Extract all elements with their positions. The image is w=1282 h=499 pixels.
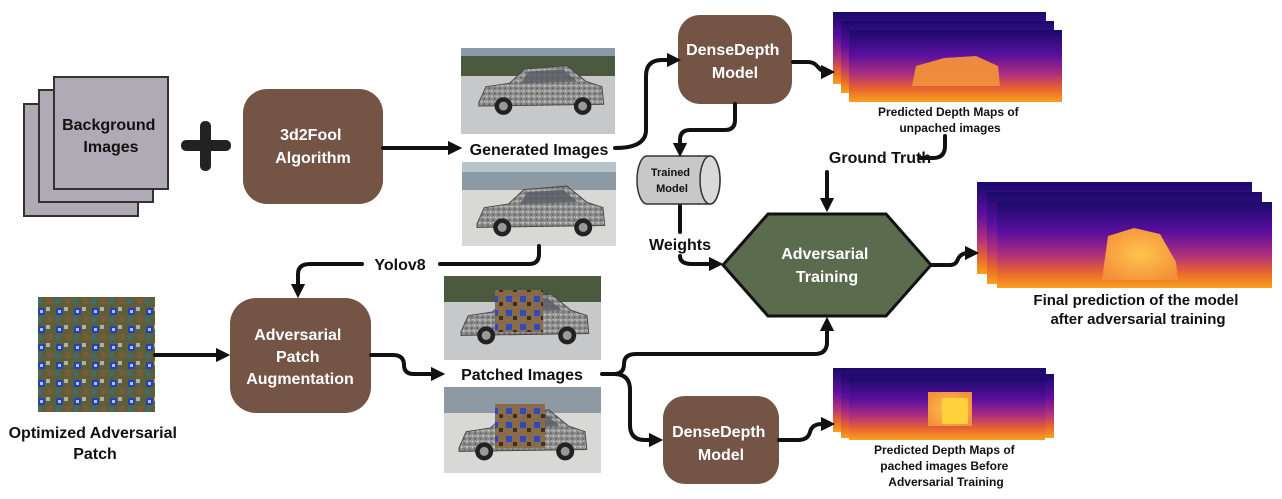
background-images-label: Background Images bbox=[62, 117, 160, 156]
ground-truth-label: Ground Truth bbox=[829, 150, 931, 167]
depth-maps-unpatched bbox=[833, 12, 1062, 102]
weights-label: Weights bbox=[649, 237, 711, 254]
final-prediction-label: Final prediction of the model after adve… bbox=[1033, 292, 1242, 328]
background-images-stack: Background Images bbox=[23, 76, 169, 217]
densedepth-top-box: DenseDepth Model bbox=[678, 15, 792, 104]
algorithm-box: 3d2Fool Algorithm bbox=[243, 89, 383, 204]
patch-augmentation-box: Adversarial Patch Augmentation bbox=[230, 298, 371, 413]
svg-text:Adversarial Training: Adversarial Training bbox=[781, 246, 873, 286]
plus-icon bbox=[181, 121, 231, 171]
yolo-label: Yolov8 bbox=[374, 257, 425, 274]
generated-image-1 bbox=[461, 48, 615, 134]
generated-image-2 bbox=[462, 162, 616, 246]
svg-text:DenseDepth Model: DenseDepth Model bbox=[672, 424, 770, 464]
svg-text:Trained Model: Trained Model bbox=[651, 167, 693, 195]
optimized-patch-label: Optimized Adversarial Patch bbox=[9, 425, 182, 463]
patched-image-2 bbox=[444, 387, 601, 473]
trained-model-cylinder: Trained Model bbox=[636, 155, 721, 205]
predicted-unpatched-label: Predicted Depth Maps of unpached images bbox=[878, 105, 1022, 135]
patched-images-label: Patched Images bbox=[461, 367, 583, 384]
svg-text:3d2Fool Algorithm: 3d2Fool Algorithm bbox=[275, 127, 351, 167]
svg-text:DenseDepth Model: DenseDepth Model bbox=[686, 42, 784, 82]
densedepth-bottom-box: DenseDepth Model bbox=[663, 396, 779, 484]
patched-image-1 bbox=[444, 276, 601, 360]
final-depth-maps bbox=[977, 182, 1272, 288]
svg-text:Adversarial Patch: Adversarial Patch Augmentation bbox=[246, 327, 354, 388]
depth-maps-patched bbox=[833, 368, 1054, 440]
predicted-patched-label: Predicted Depth Maps of pached images Be… bbox=[874, 443, 1018, 489]
adversarial-training-hexagon: Adversarial Training bbox=[720, 212, 934, 318]
generated-images-label: Generated Images bbox=[470, 142, 609, 159]
flow-arrows bbox=[153, 52, 980, 448]
optimized-adversarial-patch bbox=[38, 297, 155, 412]
